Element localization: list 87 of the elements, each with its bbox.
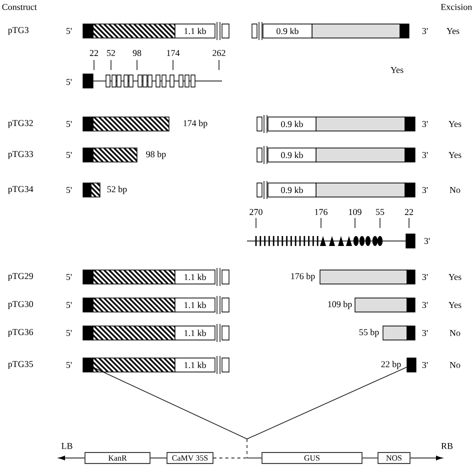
result-label: Yes [446,28,460,34]
end-label: 5' [66,121,72,127]
end-label: 3' [422,274,428,280]
end-label: 5' [66,28,72,34]
segment-box: 1.1 kb [174,24,216,38]
end-label: 3' [424,238,430,244]
end-box [400,24,410,38]
length-label: 176 bp [291,272,315,282]
end-box [406,358,416,372]
position-number: 22 [90,50,98,56]
end-box [82,270,94,284]
end-label: 5' [66,362,72,368]
result-label: No [450,187,460,193]
end-box [406,298,416,312]
length-label: 55 bp [359,328,379,338]
length-label: 109 bp [328,300,352,310]
end-label: 5' [66,152,72,158]
end-label: 5' [66,330,72,336]
position-number: 98 [132,50,142,56]
end-box [82,24,94,38]
position-number: 174 [167,50,180,56]
segment-box: 1.1 kb [174,358,216,372]
construct-name: pTG36 [8,329,34,337]
gene-box: NOS [378,452,410,464]
end-box [82,148,94,162]
position-number: 55 [376,209,384,215]
end-label: 3' [422,120,428,128]
length-label: 98 bp [146,150,166,160]
position-number: 22 [404,209,413,215]
result-label: No [450,330,460,336]
construct-name: pTG29 [8,273,33,281]
border-label: RB [441,443,453,449]
construct-name: pTG33 [8,151,33,159]
position-number: 270 [250,208,262,216]
column-heading: Excision [440,4,472,10]
end-box [82,116,94,132]
result-label: Yes [448,121,462,127]
segment-box: 0.9 kb [268,148,316,162]
segment-box: 0.9 kb [268,182,316,198]
end-label: 5' [66,302,72,308]
result-label: No [450,362,460,368]
position-number: 176 [315,208,328,216]
border-label: LB [62,443,72,449]
end-box [82,298,94,312]
end-box [82,326,94,340]
column-heading: Construct [2,4,37,10]
end-box [404,116,416,132]
construct-name: pTG3 [8,27,28,35]
construct-name: pTG32 [8,120,33,128]
segment-box: 1.1 kb [174,326,216,340]
end-label: 3' [422,362,428,368]
result-label: Yes [390,67,404,73]
position-number: 52 [107,50,115,56]
end-label: 5' [66,79,72,85]
construct-name: pTG35 [8,361,33,369]
end-label: 3' [422,330,428,336]
length-label: 52 bp [107,186,127,194]
end-box [82,358,94,372]
connector-line [246,366,407,440]
end-box [404,148,416,162]
end-box [82,182,92,198]
gene-box: KanR [84,452,150,464]
segment-box: 1.1 kb [174,298,216,312]
connector-line [93,367,248,440]
length-label: 22 bp [381,360,401,370]
end-label: 3' [422,152,428,158]
segment-box: 1.1 kb [174,270,216,284]
result-label: Yes [448,302,462,308]
construct-name: pTG30 [8,301,33,309]
length-label: 174 bp [184,120,208,128]
result-label: Yes [448,274,462,280]
position-number: 109 [349,208,362,216]
segment-box: 0.9 kb [268,116,316,132]
end-box [406,270,416,284]
result-label: Yes [448,152,462,158]
position-number: 262 [212,50,226,56]
segment-box: 0.9 kb [262,24,312,38]
end-box [406,326,416,340]
construct-name: pTG34 [8,186,34,194]
end-label: 5' [66,274,72,280]
end-label: 3' [422,186,428,194]
end-label: 3' [422,302,428,308]
gene-box: GUS [262,452,362,464]
gene-box: CaMV 35S [166,452,214,464]
end-label: 5' [66,187,72,193]
end-box [404,182,416,198]
end-label: 3' [422,28,428,34]
